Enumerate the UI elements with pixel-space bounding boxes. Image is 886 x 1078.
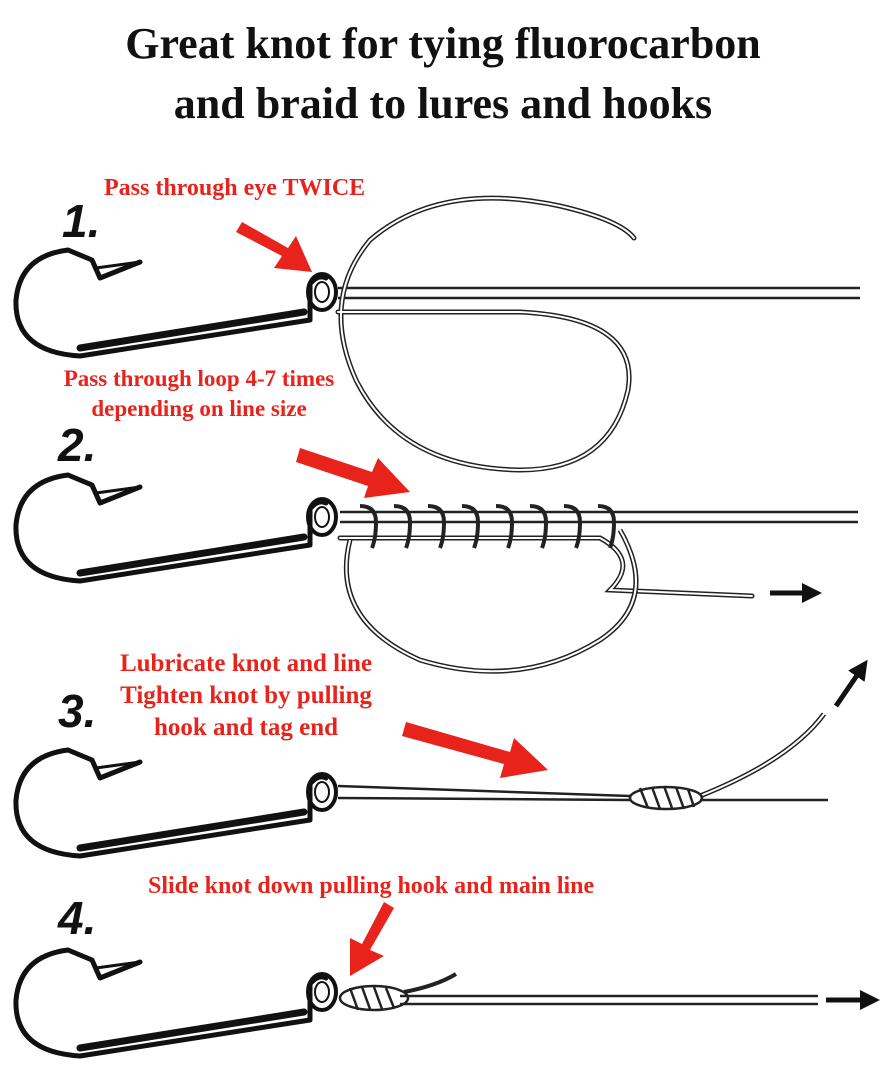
step-2-red-arrow — [296, 448, 410, 498]
title-line-2: and braid to lures and hooks — [173, 79, 713, 128]
step-4-knot — [338, 984, 410, 1012]
step-2-illustration — [16, 448, 858, 674]
step-3-red-arrow — [402, 722, 548, 778]
step-1-caption: Pass through eye TWICE — [104, 172, 365, 204]
step-3-caption-line-3: hook and tag end — [153, 714, 339, 741]
step-4-number: 4. — [58, 892, 97, 944]
step-2-wraps — [359, 504, 617, 549]
step-2-number: 2. — [58, 419, 97, 471]
step-2-caption: Pass through loop 4-7 times depending on… — [44, 364, 354, 424]
step-3-caption-line-1: Lubricate knot and line — [119, 650, 373, 677]
step-1-illustration — [16, 195, 860, 473]
title-line-1: Great knot for tying fluorocarbon — [125, 19, 761, 68]
step-3-pull-arrow — [833, 659, 868, 708]
step-3-number: 3. — [58, 685, 97, 737]
step-4-caption-line-1: Slide knot down pulling hook and main li… — [148, 873, 595, 899]
step-1-red-arrow — [236, 222, 312, 272]
step-2-caption-line-1: Pass through loop 4-7 times — [63, 366, 335, 391]
step-2-caption-line-2: depending on line size — [91, 396, 307, 421]
step-4-illustration — [16, 902, 880, 1056]
step-4-red-arrow — [350, 902, 394, 976]
step-3-caption: Lubricate knot and line Tighten knot by … — [100, 648, 392, 744]
step-3-caption-line-2: Tighten knot by pulling — [120, 682, 372, 709]
step-4-caption: Slide knot down pulling hook and main li… — [148, 870, 594, 902]
step-1-caption-line-1: Pass through eye TWICE — [104, 175, 366, 201]
step-1-number: 1. — [62, 195, 101, 247]
step-3-illustration — [16, 659, 868, 856]
step-3-knot — [628, 785, 704, 811]
page-title: Great knot for tying fluorocarbon and br… — [0, 14, 886, 134]
